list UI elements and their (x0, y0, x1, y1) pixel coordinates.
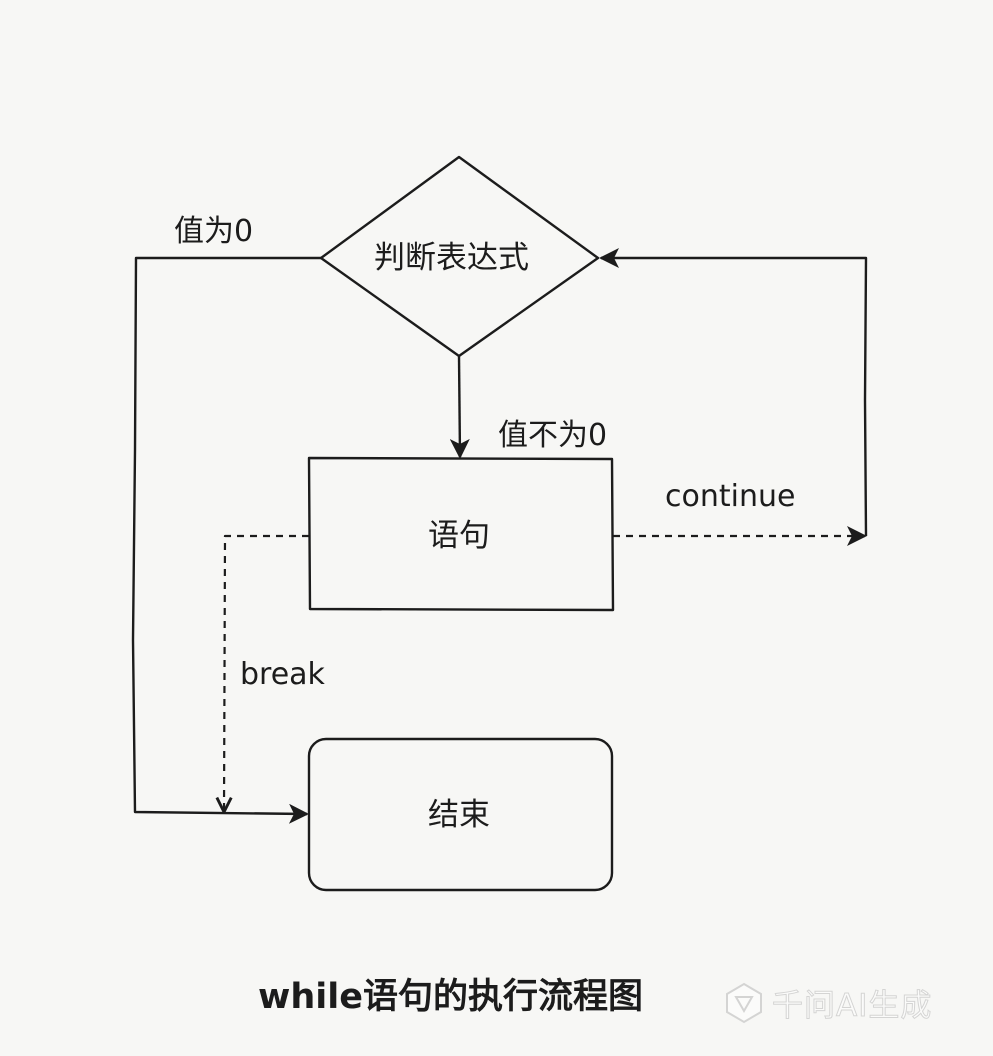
edge-diamond-to-statement (449, 355, 470, 459)
decision-label: 判断表达式 (374, 240, 529, 276)
diagram-caption: while语句的执行流程图 (258, 977, 643, 1017)
end-box (307, 737, 614, 892)
statement-box (307, 456, 615, 612)
value-zero-label: 值为0 (174, 214, 254, 249)
watermark: 千问AI生成 (722, 980, 932, 1025)
watermark-text: 千问AI生成 (771, 988, 933, 1025)
edge-break-dashed (224, 534, 309, 812)
continue-label: continue (665, 479, 796, 514)
statement-label: 语句 (428, 518, 490, 554)
edge-continue-return (599, 248, 868, 537)
end-label: 结束 (428, 797, 490, 833)
value-nonzero-label: 值不为0 (498, 418, 608, 453)
break-label: break (240, 657, 325, 692)
qwen-logo-icon (726, 982, 762, 1023)
edge-diamond-to-end (131, 256, 321, 824)
